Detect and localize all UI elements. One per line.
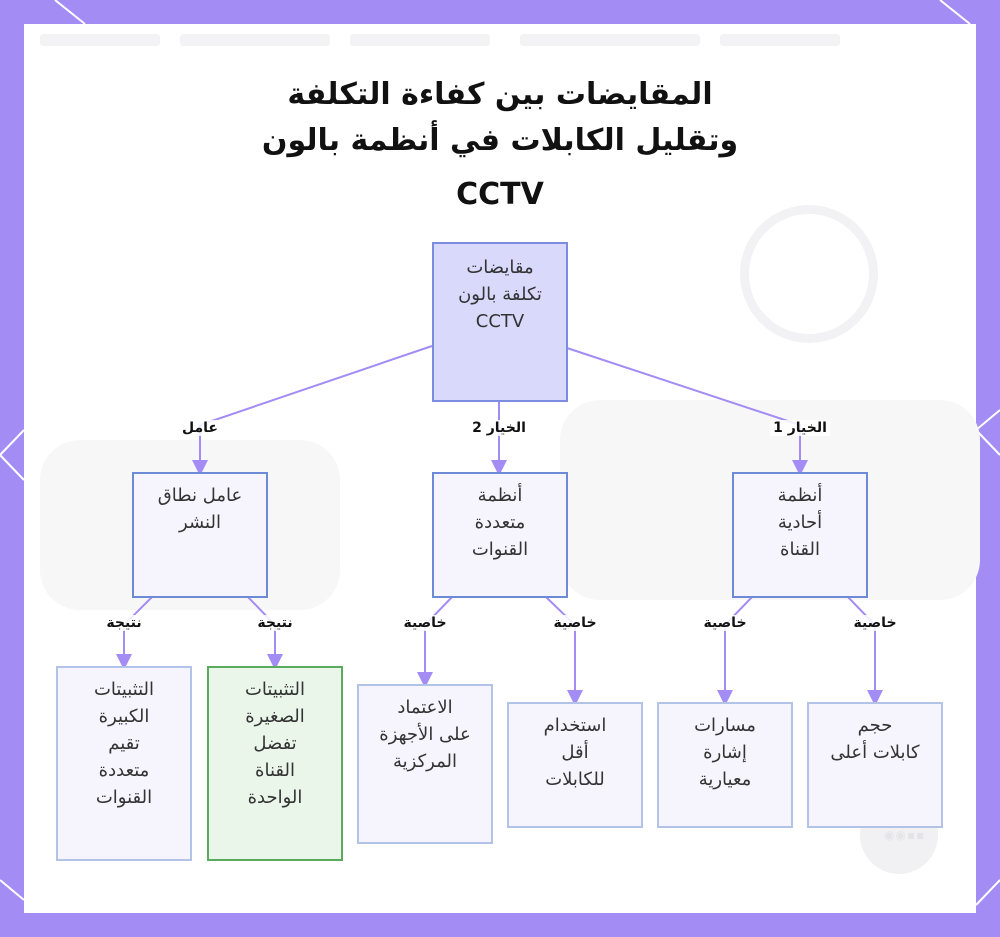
edge-label-property-standard: خاصية	[700, 615, 750, 631]
diagram-title: المقايضات بين كفاءة التكلفة وتقليل الكاب…	[250, 72, 750, 218]
logo-icon: ◉◉▪▪	[884, 828, 926, 842]
edge-single-standard	[717, 596, 753, 706]
edge-multi-central	[417, 596, 453, 688]
node-small-installs: التثبيتات الصغيرة تفضل القناة الواحدة	[207, 666, 343, 861]
edge-label-property-higher: خاصية	[850, 615, 900, 631]
title-line-2: وتقليل الكابلات في أنظمة بالون	[261, 123, 739, 158]
edge-label-factor: عامل	[179, 420, 221, 436]
edge-root-single	[566, 347, 808, 476]
node-root: مقايضات تكلفة بالون CCTV	[432, 242, 568, 402]
node-multi-channel: أنظمة متعددة القنوات	[432, 472, 568, 598]
node-fewer-cables: استخدام أقل للكابلات	[507, 702, 643, 828]
edge-label-result-large: نتيجة	[103, 615, 145, 631]
edge-multi-fewer	[545, 596, 583, 706]
node-single-channel: أنظمة أحادية القناة	[732, 472, 868, 598]
title-line-1: المقايضات بين كفاءة التكلفة	[287, 77, 713, 112]
title-line-3: CCTV	[456, 177, 544, 212]
edge-label-result-small: نتيجة	[254, 615, 296, 631]
edge-label-property-central: خاصية	[400, 615, 450, 631]
node-central-hardware: الاعتماد على الأجهزة المركزية	[357, 684, 493, 844]
edge-label-property-fewer: خاصية	[550, 615, 600, 631]
edge-label-option2: الخيار 2	[469, 420, 529, 436]
edge-single-higher	[847, 596, 883, 706]
node-deployment-factor: عامل نطاق النشر	[132, 472, 268, 598]
node-higher-cable-volume: حجم كابلات أعلى	[807, 702, 943, 828]
node-standard-signal-paths: مسارات إشارة معيارية	[657, 702, 793, 828]
watermark-number-circle	[740, 205, 878, 343]
node-large-installs: التثبيتات الكبيرة تقيم متعددة القنوات	[56, 666, 192, 861]
edge-root-factor	[192, 345, 433, 476]
edge-label-option1: الخيار 1	[770, 420, 830, 436]
